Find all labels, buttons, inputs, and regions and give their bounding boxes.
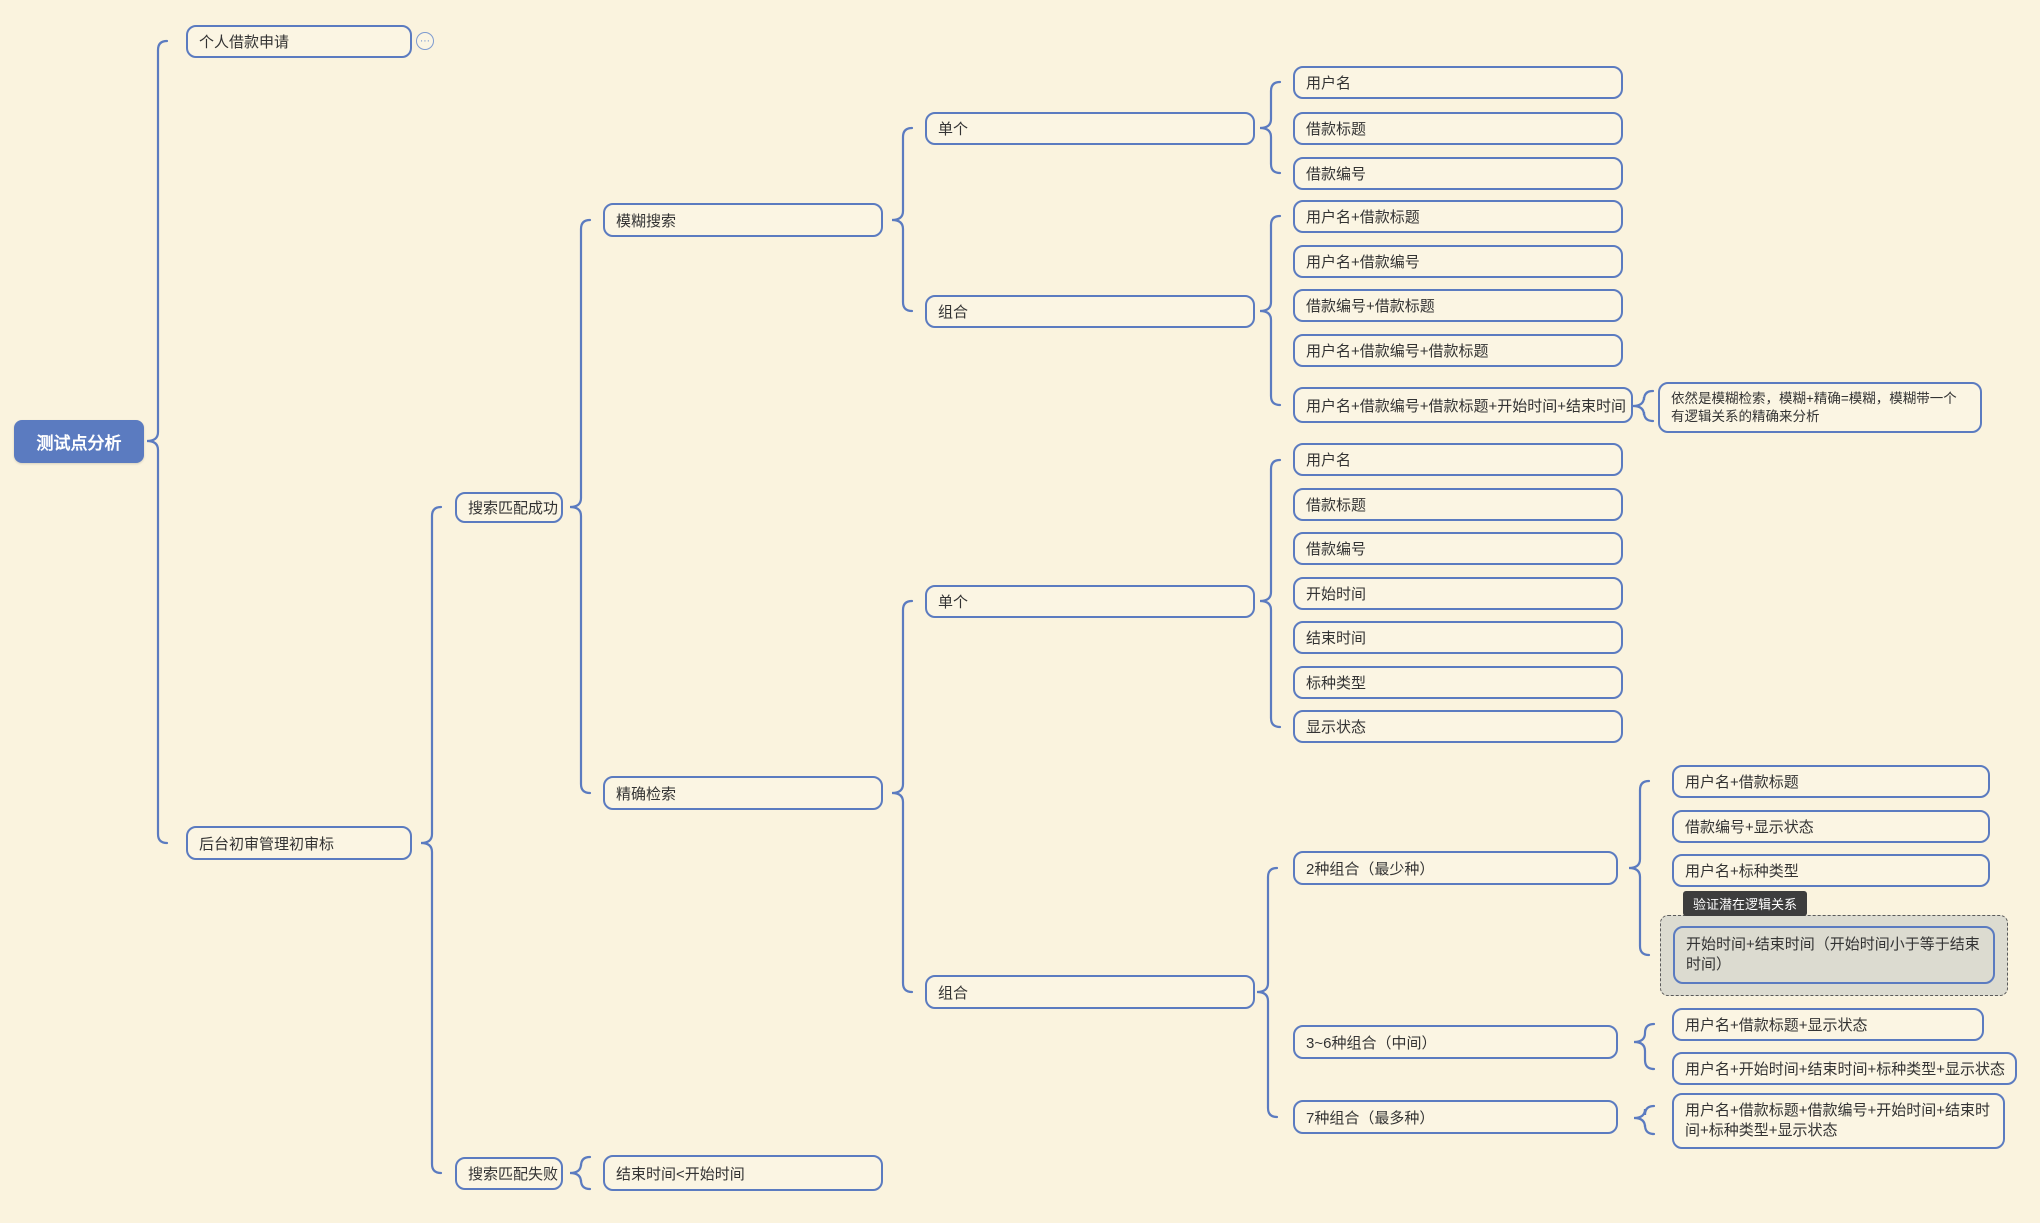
leaf-combo2-2[interactable]: 借款编号+显示状态 <box>1672 810 1990 843</box>
leaf-combo36-1[interactable]: 用户名+借款标题+显示状态 <box>1672 1008 1984 1041</box>
leaf-exact-display-status[interactable]: 显示状态 <box>1293 710 1623 743</box>
node-search-success[interactable]: 搜索匹配成功 <box>455 492 563 523</box>
node-fail-leaf[interactable]: 结束时间<开始时间 <box>603 1155 883 1191</box>
node-backend-review[interactable]: 后台初审管理初审标 <box>186 826 412 860</box>
node-search-fail[interactable]: 搜索匹配失败 <box>455 1157 563 1190</box>
leaf-exact-bid-type[interactable]: 标种类型 <box>1293 666 1623 699</box>
collapse-indicator-icon[interactable]: ⋯ <box>416 32 434 50</box>
leaf-fuzzy-combo-3[interactable]: 借款编号+借款标题 <box>1293 289 1623 322</box>
note-fuzzy-logic[interactable]: 依然是模糊检索，模糊+精确=模糊，模糊带一个有逻辑关系的精确来分析 <box>1658 382 1982 433</box>
leaf-combo36-2[interactable]: 用户名+开始时间+结束时间+标种类型+显示状态 <box>1672 1052 2017 1085</box>
leaf-exact-loan-title[interactable]: 借款标题 <box>1293 488 1623 521</box>
node-personal-loan[interactable]: 个人借款申请 <box>186 25 412 58</box>
leaf-fuzzy-combo-1[interactable]: 用户名+借款标题 <box>1293 200 1623 233</box>
leaf-exact-username[interactable]: 用户名 <box>1293 443 1623 476</box>
node-exact-single[interactable]: 单个 <box>925 585 1255 618</box>
leaf-fuzzy-combo-4[interactable]: 用户名+借款编号+借款标题 <box>1293 334 1623 367</box>
node-fuzzy-search[interactable]: 模糊搜索 <box>603 203 883 237</box>
leaf-combo2-3[interactable]: 用户名+标种类型 <box>1672 854 1990 887</box>
node-exact-combo[interactable]: 组合 <box>925 975 1255 1009</box>
leaf-exact-start-time[interactable]: 开始时间 <box>1293 577 1623 610</box>
leaf-combo2-1[interactable]: 用户名+借款标题 <box>1672 765 1990 798</box>
leaf-fuzzy-loan-title[interactable]: 借款标题 <box>1293 112 1623 145</box>
leaf-exact-loan-no[interactable]: 借款编号 <box>1293 532 1623 565</box>
leaf-fuzzy-combo-5[interactable]: 用户名+借款编号+借款标题+开始时间+结束时间 <box>1293 387 1633 423</box>
leaf-fuzzy-combo-2[interactable]: 用户名+借款编号 <box>1293 245 1623 278</box>
node-fuzzy-single[interactable]: 单个 <box>925 112 1255 145</box>
node-root[interactable]: 测试点分析 <box>14 420 144 463</box>
node-fuzzy-combo[interactable]: 组合 <box>925 295 1255 328</box>
node-combo-7[interactable]: 7种组合（最多种） <box>1293 1100 1618 1134</box>
node-combo-36[interactable]: 3~6种组合（中间） <box>1293 1025 1618 1059</box>
leaf-exact-end-time[interactable]: 结束时间 <box>1293 621 1623 654</box>
node-exact-search[interactable]: 精确检索 <box>603 776 883 810</box>
leaf-fuzzy-username[interactable]: 用户名 <box>1293 66 1623 99</box>
leaf-combo7-1[interactable]: 用户名+借款标题+借款编号+开始时间+结束时间+标种类型+显示状态 <box>1672 1093 2005 1149</box>
leaf-fuzzy-loan-no[interactable]: 借款编号 <box>1293 157 1623 190</box>
tag-logic-relation[interactable]: 验证潜在逻辑关系 <box>1683 891 1808 916</box>
leaf-combo2-time-logic[interactable]: 开始时间+结束时间（开始时间小于等于结束时间） <box>1673 926 1995 984</box>
node-combo-2[interactable]: 2种组合（最少种） <box>1293 851 1618 885</box>
